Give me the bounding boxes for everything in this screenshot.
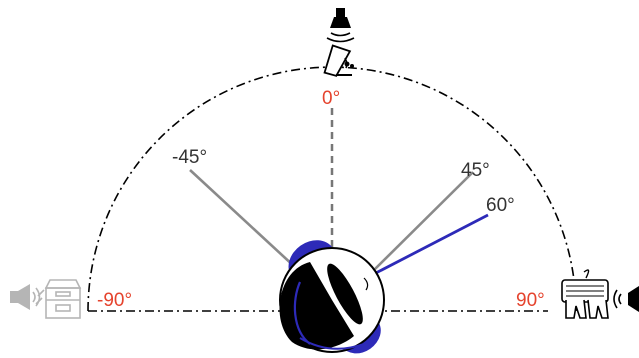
label-minus45-deg: -45°	[172, 147, 207, 168]
ray-plus45	[371, 171, 474, 273]
ray-plus60	[373, 213, 489, 276]
ray-minus45	[189, 169, 297, 269]
top-speaker-icon	[326, 8, 355, 43]
right-speaker-icon	[613, 286, 639, 312]
label-0-deg: 0°	[322, 88, 340, 109]
label-plus45-deg: 45°	[461, 160, 490, 181]
glass-pouring-icon	[323, 44, 354, 77]
listener-head-icon	[279, 240, 385, 354]
label-plus90-deg: 90°	[516, 290, 545, 311]
label-minus90-deg: -90°	[97, 290, 132, 311]
label-plus60-deg: 60°	[486, 195, 515, 216]
printer-icon	[35, 279, 82, 319]
left-speaker-icon	[10, 284, 41, 310]
keyboard-typing-icon	[561, 269, 609, 319]
